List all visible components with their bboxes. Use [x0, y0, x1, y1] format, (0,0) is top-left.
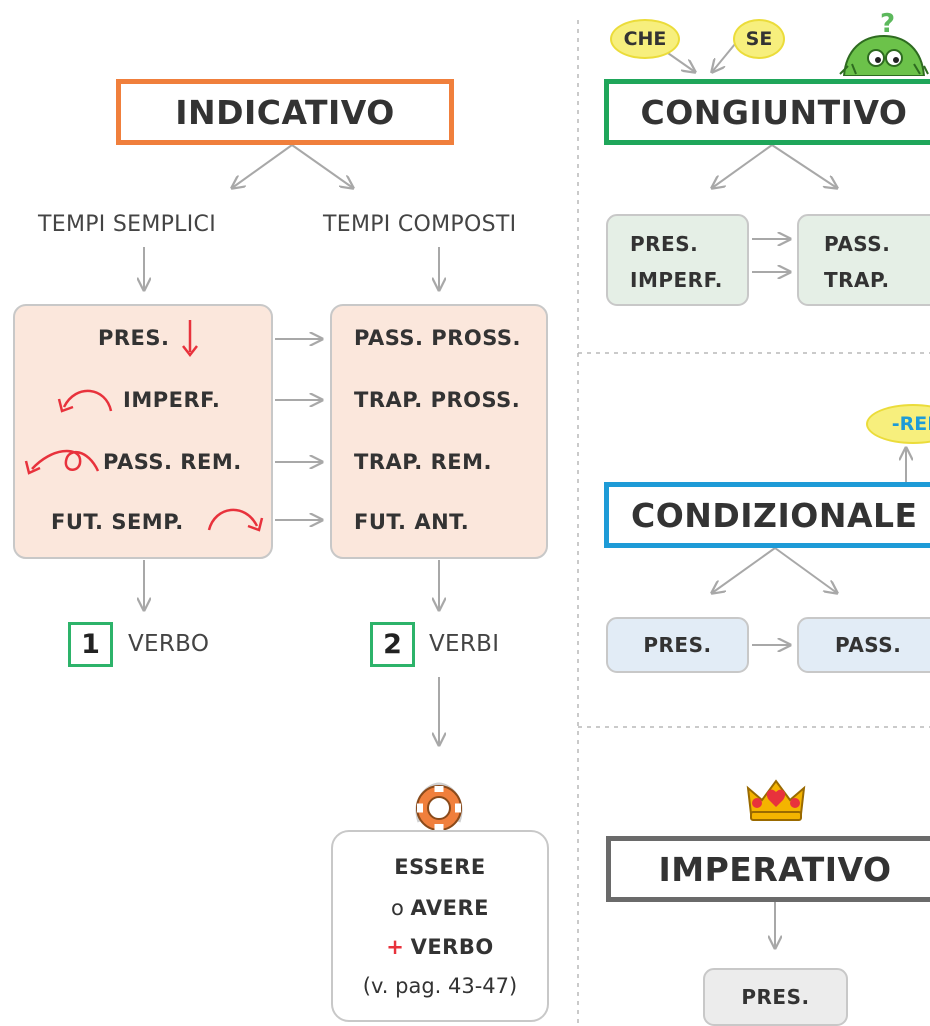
tense-futuro-anteriore: FUT. ANT. — [354, 510, 470, 534]
verbi-label: VERBI — [429, 631, 500, 657]
curved-back-arrow-icon — [57, 389, 113, 413]
congiuntivo-passato: PASS. — [824, 232, 891, 256]
aux-essere: ESSERE — [394, 855, 486, 879]
tense-trapassato-remoto: TRAP. REM. — [354, 450, 492, 474]
indicativo-title: INDICATIVO — [116, 79, 454, 145]
aux-or-word: o — [391, 896, 404, 920]
plus-sign: + — [386, 935, 404, 959]
tense-passato-remoto: PASS. REM. — [103, 450, 242, 474]
tense-passato-prossimo: PASS. PROSS. — [354, 326, 522, 350]
condizionale-passato-box: PASS. — [797, 617, 930, 673]
imperativo-presente-box: PRES. — [703, 968, 848, 1026]
life-buoy-icon — [415, 782, 463, 831]
aux-avere: AVERE — [410, 896, 489, 920]
aux-verbo: VERBO — [410, 935, 494, 959]
tense-presente: PRES. — [98, 326, 170, 350]
verbo-label: VERBO — [128, 631, 210, 657]
aux-avere-line: o AVERE — [331, 896, 549, 920]
imperativo-title: IMPERATIVO — [606, 836, 930, 902]
che-bubble: CHE — [610, 19, 680, 59]
congiuntivo-composti-box: PASS. TRAP. — [797, 214, 930, 306]
page-reference: (v. pag. 43-47) — [362, 974, 518, 998]
tense-trapassato-prossimo: TRAP. PROSS. — [354, 388, 521, 412]
crown-icon — [746, 779, 806, 821]
congiuntivo-semplici-box: PRES. IMPERF. — [606, 214, 749, 306]
se-bubble: SE — [733, 19, 785, 59]
tempi-composti-label: TEMPI COMPOSTI — [323, 212, 517, 237]
verbo-count-badge: 1 — [68, 622, 113, 667]
congiuntivo-trapassato: TRAP. — [824, 268, 890, 292]
tempi-composti-box — [330, 304, 548, 559]
curved-forward-arrow-icon — [207, 508, 264, 532]
tempi-semplici-label: TEMPI SEMPLICI — [38, 212, 216, 237]
verbi-count-badge: 2 — [370, 622, 415, 667]
congiuntivo-imperfetto: IMPERF. — [630, 268, 723, 292]
svg-text:?: ? — [880, 9, 895, 39]
loop-back-arrow-icon — [24, 449, 100, 475]
aux-verbo-line: + VERBO — [331, 935, 549, 959]
tense-futuro-semplice: FUT. SEMP. — [51, 510, 184, 534]
green-monster-icon: ? — [839, 9, 929, 76]
condizionale-presente-box: PRES. — [606, 617, 749, 673]
congiuntivo-presente: PRES. — [630, 232, 699, 256]
tempi-semplici-box — [13, 304, 273, 559]
condizionale-title: CONDIZIONALE — [604, 482, 930, 548]
congiuntivo-title: CONGIUNTIVO — [604, 79, 930, 145]
down-arrow-icon — [182, 320, 198, 358]
auxiliary-box — [331, 830, 549, 1022]
tense-imperfetto: IMPERF. — [123, 388, 221, 412]
